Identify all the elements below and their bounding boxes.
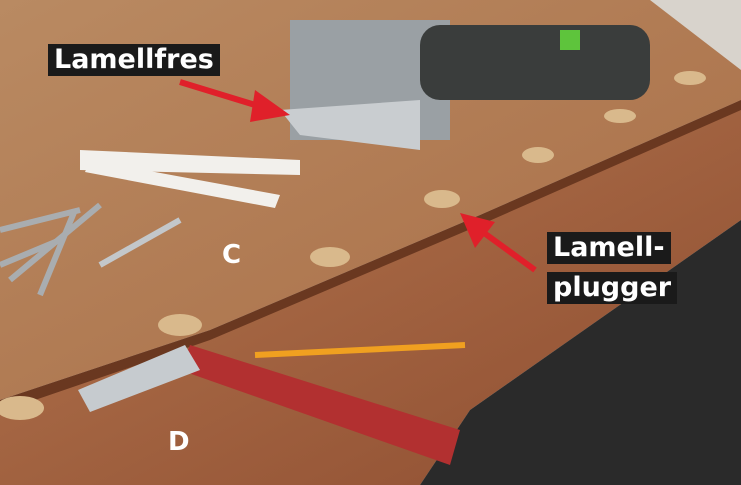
pencil	[254, 342, 466, 358]
worktop-front	[0, 100, 741, 485]
biscuit-plugs	[0, 71, 706, 420]
label-lamell-line2: plugger	[547, 272, 678, 304]
board-label-c: C	[222, 240, 242, 270]
arrow-to-plugs	[460, 213, 537, 273]
biscuit-jointer	[280, 20, 650, 150]
try-square	[180, 345, 460, 465]
arrow-to-jointer	[179, 79, 290, 122]
clamps	[0, 202, 102, 297]
label-lamellfres: Lamellfres	[48, 44, 220, 76]
board-label-d: D	[168, 427, 190, 457]
wrench	[98, 217, 182, 268]
label-lamell-line1: Lamell-	[547, 232, 671, 264]
